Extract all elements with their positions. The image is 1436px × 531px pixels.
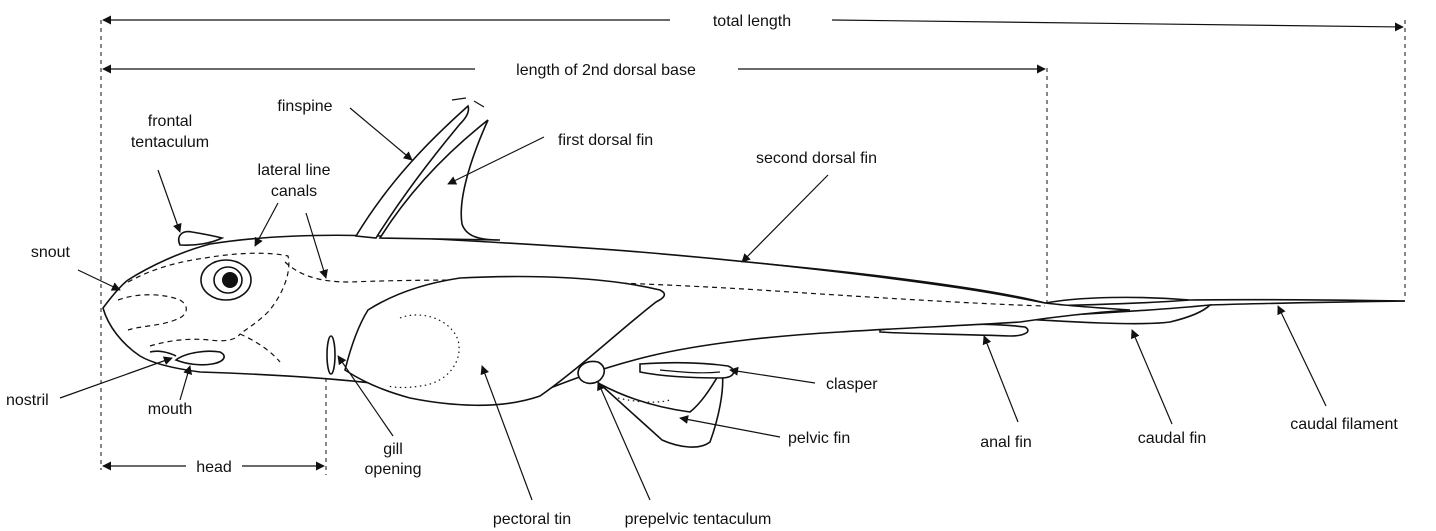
label-anal-fin: anal fin bbox=[980, 434, 1032, 451]
label-second-dorsal-fin: second dorsal fin bbox=[756, 150, 877, 167]
fish-illustration bbox=[103, 98, 1405, 447]
caudal-filament-pointer bbox=[1278, 306, 1326, 406]
label-frontal-tentaculum-line2: tentaculum bbox=[131, 134, 209, 151]
label-pectoral-fin: pectoral tin bbox=[493, 511, 571, 528]
label-snout: snout bbox=[31, 244, 71, 261]
total-length-label: total length bbox=[713, 13, 791, 30]
label-frontal-tentaculum-line1: frontal bbox=[148, 113, 192, 130]
second-dorsal-fin-pointer bbox=[742, 175, 828, 262]
anal-fin-pointer bbox=[984, 336, 1018, 422]
eye-pupil bbox=[222, 272, 238, 288]
pelvic-fin bbox=[600, 370, 723, 447]
label-clasper: clasper bbox=[826, 376, 878, 393]
dorsal-base-label: length of 2nd dorsal base bbox=[516, 62, 696, 79]
clasper bbox=[640, 363, 734, 378]
caudal-filament-lower-edge bbox=[1210, 301, 1405, 305]
clasper-pointer bbox=[730, 370, 815, 383]
label-lateral-line-line2: canals bbox=[271, 183, 317, 200]
label-gill-opening-line2: opening bbox=[365, 461, 422, 478]
mouth-pointer bbox=[180, 366, 190, 400]
nostril-pointer bbox=[60, 358, 172, 398]
label-finspine: finspine bbox=[277, 98, 332, 115]
head-label: head bbox=[196, 459, 232, 476]
finspine-pointer bbox=[350, 108, 412, 160]
prepelvic-tentaculum bbox=[578, 362, 604, 384]
label-lateral-line-line1: lateral line bbox=[258, 162, 331, 179]
label-nostril: nostril bbox=[6, 392, 49, 409]
label-gill-opening-line1: gill bbox=[383, 441, 403, 458]
label-pelvic-fin: pelvic fin bbox=[788, 430, 850, 447]
snout-pointer bbox=[78, 270, 120, 290]
caudal-fin-pointer bbox=[1132, 330, 1172, 424]
label-caudal-fin: caudal fin bbox=[1138, 430, 1207, 447]
gill-opening bbox=[327, 336, 335, 374]
label-mouth: mouth bbox=[148, 401, 192, 418]
label-first-dorsal-fin: first dorsal fin bbox=[558, 132, 653, 149]
total-length-arrow-right bbox=[832, 20, 1403, 27]
label-prepelvic-tentaculum: prepelvic tentaculum bbox=[625, 511, 772, 528]
label-caudal-filament: caudal filament bbox=[1290, 416, 1398, 433]
frontal-tentaculum-pointer bbox=[158, 170, 180, 232]
